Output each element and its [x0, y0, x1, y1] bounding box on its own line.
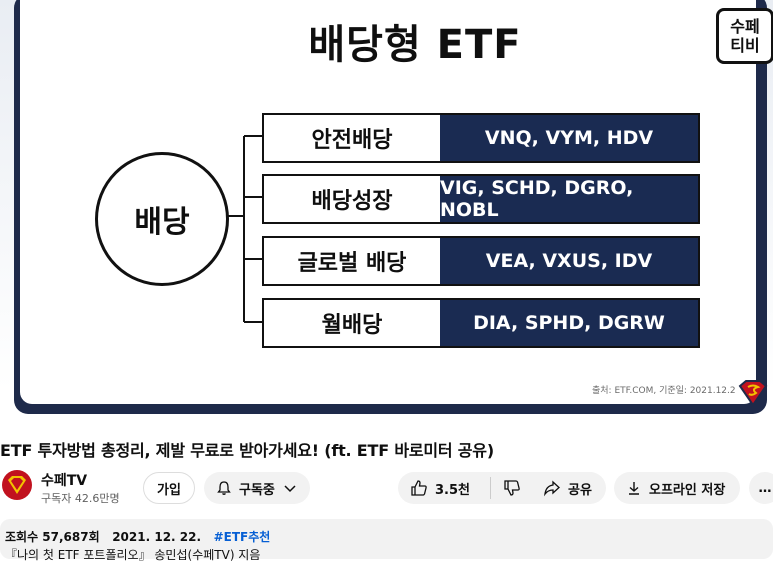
- like-divider: [490, 477, 491, 499]
- like-button[interactable]: 3.5천: [398, 472, 490, 504]
- join-button[interactable]: 가입: [143, 472, 195, 504]
- description-meta: 조회수 57,687회 2021. 12. 22. #ETF추천: [5, 528, 270, 545]
- category-row: 글로벌 배당 VEA, VXUS, IDV: [262, 236, 700, 286]
- source-note: 출처: ETF.COM, 기준일: 2021.12.2: [592, 386, 736, 396]
- like-count: 3.5천: [435, 482, 470, 498]
- category-etfs: VIG, SCHD, DGRO, NOBL: [440, 176, 698, 222]
- center-circle: 배당: [95, 152, 229, 286]
- tree-connectors: [223, 135, 262, 323]
- video-title: ETF 투자방법 총정리, 제발 무료로 받아가세요! (ft. ETF 바로미…: [0, 441, 494, 460]
- channel-avatar[interactable]: [2, 470, 32, 500]
- category-label: 월배당: [321, 313, 383, 338]
- view-count: 조회수 57,687회: [5, 530, 100, 544]
- subscribe-button[interactable]: 구독중: [204, 472, 310, 504]
- share-arrow-icon: [544, 480, 560, 497]
- superman-emblem-icon: [738, 380, 768, 407]
- hashtag-link[interactable]: #ETF추천: [213, 530, 271, 544]
- channel-name[interactable]: 수페TV: [41, 473, 88, 489]
- subscriber-count: 구독자 42.6만명: [41, 492, 120, 505]
- more-actions-button[interactable]: …: [749, 472, 773, 504]
- share-label: 공유: [568, 482, 592, 498]
- share-button[interactable]: 공유: [531, 472, 605, 504]
- bell-icon: [217, 481, 231, 495]
- category-etfs: DIA, SPHD, DGRW: [440, 300, 698, 346]
- offline-save-button[interactable]: 오프라인 저장: [614, 472, 740, 504]
- video-player[interactable]: 배당형 ETF 수페 티비 배당 안전배당 VNQ, VYM, HDV 배당성장…: [0, 0, 773, 425]
- join-label: 가입: [157, 482, 181, 498]
- category-label: 글로벌 배당: [297, 251, 407, 276]
- download-icon: [629, 482, 639, 495]
- description-box[interactable]: 조회수 57,687회 2021. 12. 22. #ETF추천 『나의 첫 E…: [0, 519, 773, 562]
- thumbs-down-icon: [504, 480, 520, 496]
- category-row: 배당성장 VIG, SCHD, DGRO, NOBL: [262, 174, 700, 224]
- avatar-emblem-icon: [8, 476, 26, 494]
- category-etfs: VEA, VXUS, IDV: [440, 238, 698, 284]
- more-icon: …: [758, 480, 772, 496]
- category-label: 안전배당: [311, 128, 393, 153]
- category-label: 배당성장: [311, 189, 393, 214]
- category-row: 안전배당 VNQ, VYM, HDV: [262, 113, 700, 163]
- logo-line-1: 수페: [730, 17, 760, 36]
- logo-line-2: 티비: [730, 36, 760, 55]
- chevron-down-icon: [284, 485, 296, 493]
- channel-logo: 수페 티비: [716, 8, 773, 64]
- center-label: 배당: [134, 205, 190, 240]
- category-row: 월배당 DIA, SPHD, DGRW: [262, 298, 700, 348]
- subscribe-label: 구독중: [239, 482, 275, 498]
- category-etfs: VNQ, VYM, HDV: [440, 115, 698, 161]
- dislike-button[interactable]: [491, 472, 521, 504]
- thumbs-up-icon: [411, 480, 427, 496]
- upload-date: 2021. 12. 22.: [112, 530, 202, 544]
- offline-save-label: 오프라인 저장: [649, 482, 726, 498]
- slide-title: 배당형 ETF: [308, 22, 522, 68]
